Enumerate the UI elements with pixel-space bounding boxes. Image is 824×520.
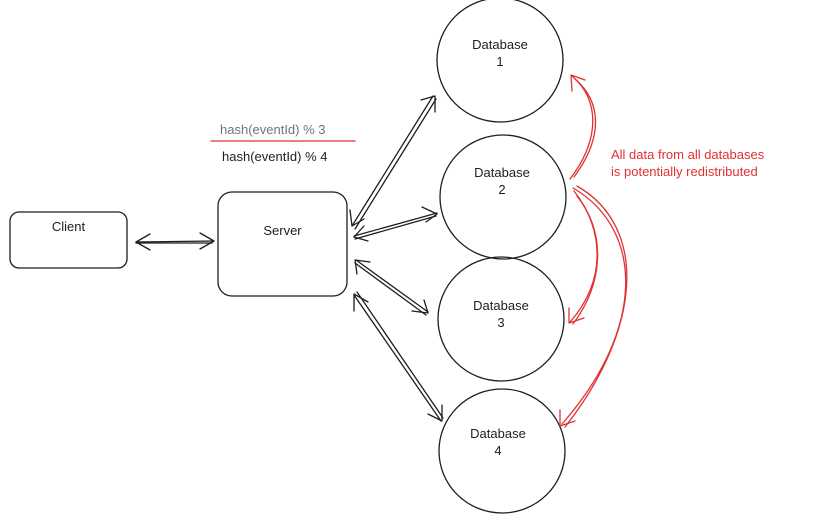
database-2-circle [439,134,567,260]
server-db3-arrow [354,259,429,316]
redistribution-arrow-db4 [559,185,628,428]
client-box [9,211,128,269]
database-4-circle [438,388,566,514]
database-3-title: Database [473,298,529,313]
database-4-number: 4 [494,443,502,458]
redistribution-arrow-db3 [568,190,599,325]
database-1-number: 1 [496,54,504,69]
redistribution-note: All data from all databases is potential… [611,146,764,180]
database-1-title: Database [472,37,528,52]
server-db2-arrow [353,206,438,242]
database-2-number: 2 [498,182,506,197]
redistribution-arrow-db1 [569,74,596,180]
database-2-title: Database [474,165,530,180]
database-4-label: Database 4 [438,425,558,459]
server-db1-arrow [349,95,437,230]
hash-new-label: hash(eventId) % 4 [222,149,328,164]
server-db4-arrow [353,291,444,422]
server-box [217,191,348,297]
redistribution-note-line1: All data from all databases [611,147,765,162]
database-2-label: Database 2 [442,164,562,198]
client-label: Client [51,219,86,234]
database-4-title: Database [470,426,526,441]
redistribution-note-line2: is potentially redistributed [611,164,758,179]
database-1-label: Database 1 [440,36,560,70]
database-3-circle [437,256,565,382]
client-server-arrow [135,232,215,251]
hash-old-label: hash(eventId) % 3 [220,122,326,137]
server-label: Server [263,223,302,238]
database-1-circle [436,0,564,123]
database-3-label: Database 3 [441,297,561,331]
database-3-number: 3 [497,315,505,330]
